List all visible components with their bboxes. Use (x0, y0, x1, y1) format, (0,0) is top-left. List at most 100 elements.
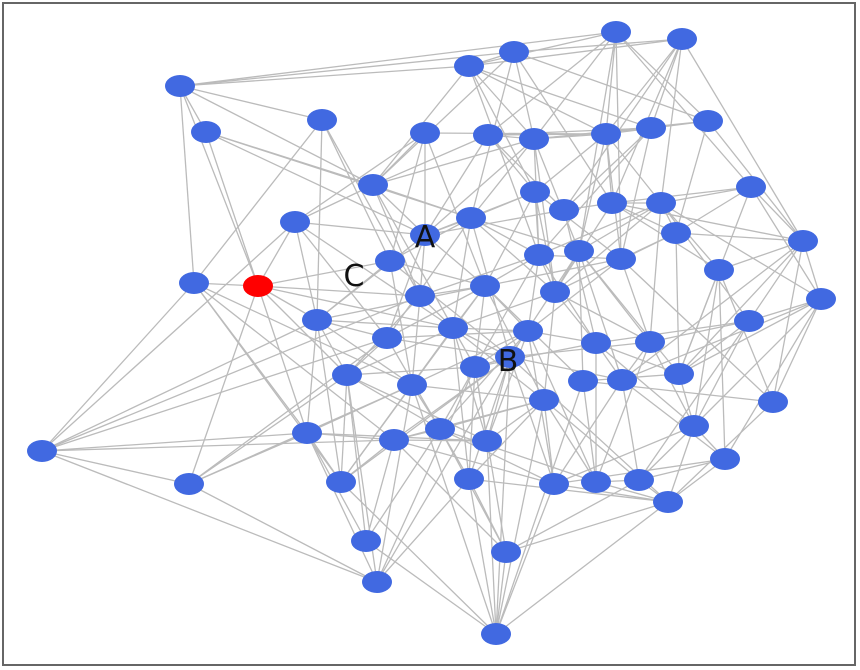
graph-edge (693, 320, 750, 427)
graph-edge (376, 356, 511, 583)
graph-edge (543, 399, 640, 481)
graph-node (581, 471, 611, 493)
graph-node (661, 222, 691, 244)
graph-edge (660, 202, 822, 300)
graph-edge (487, 134, 536, 193)
graph-edge (193, 119, 323, 284)
graph-edge (439, 428, 597, 483)
graph-edge (365, 428, 441, 542)
graph-edge (372, 184, 454, 329)
graph-node (736, 176, 766, 198)
graph-node (473, 124, 503, 146)
graph-edge (316, 319, 342, 483)
graph-edge (294, 132, 426, 223)
graph-edge (693, 298, 822, 427)
graph-node (667, 28, 697, 50)
graph-edge (468, 478, 497, 635)
graph-node (165, 75, 195, 97)
graph-node (179, 272, 209, 294)
graph-edge (718, 269, 774, 403)
graph-edge (505, 501, 669, 553)
graph-edge (495, 551, 507, 635)
graph-edge (452, 291, 556, 329)
graph-edge (678, 240, 804, 375)
graph-node (540, 281, 570, 303)
graph-edge (321, 119, 391, 262)
graph-edge (41, 295, 421, 452)
graph-edge (41, 439, 395, 452)
graph-edge (750, 186, 822, 300)
graph-node (491, 541, 521, 563)
graph-edge (578, 133, 607, 252)
graph-edge (257, 221, 296, 287)
graph-edge (470, 217, 580, 252)
graph-edge (554, 291, 651, 343)
graph-edge (534, 133, 607, 193)
graph-edge (188, 374, 348, 485)
graph-node (581, 332, 611, 354)
graph-node (513, 320, 543, 342)
graph-edge (772, 240, 804, 403)
graph-node (499, 41, 529, 63)
graph-node (734, 310, 764, 332)
graph-edge (675, 232, 804, 242)
graph-edge (193, 282, 413, 386)
graph-edge (294, 221, 388, 339)
graph-edge (772, 298, 822, 403)
graph-edge (495, 501, 669, 635)
graph-edge (487, 31, 617, 136)
graph-node (495, 346, 525, 368)
graph-node (358, 174, 388, 196)
graph-edge (468, 65, 535, 140)
graph-edge (376, 366, 476, 583)
graph-edge (188, 483, 378, 583)
graph-edge (678, 298, 822, 375)
graph-node (653, 491, 683, 513)
graph-node (302, 309, 332, 331)
graph-edge (386, 234, 426, 339)
graph-edge (621, 379, 726, 460)
graph-edge (675, 120, 709, 234)
graph-node (372, 327, 402, 349)
graph-edge (257, 260, 391, 287)
graph-edge (718, 269, 726, 460)
graph-edge (365, 439, 395, 542)
graph-edge (41, 221, 296, 452)
graph-edge (468, 65, 536, 193)
graph-edge (41, 282, 195, 452)
graph-edge (509, 341, 651, 358)
graph-edge (179, 85, 195, 284)
graph-edge (527, 330, 597, 483)
graph-node (280, 211, 310, 233)
graph-edge (595, 342, 680, 375)
graph-edge (675, 232, 680, 375)
graph-edge (582, 380, 597, 483)
graph-edge (340, 327, 454, 483)
graph-edge (468, 65, 607, 135)
graph-node (410, 122, 440, 144)
graph-edge (513, 51, 535, 140)
graph-edge (620, 258, 774, 403)
graph-node (332, 364, 362, 386)
graph-edge (649, 202, 662, 343)
graph-edge (543, 291, 556, 401)
graph-edge (693, 269, 720, 427)
graph-edge (563, 127, 652, 211)
graph-edge (316, 285, 486, 321)
graph-edge (321, 119, 421, 297)
graph-edge (615, 31, 709, 122)
graph-edge (41, 450, 378, 583)
graph-edge (316, 319, 454, 329)
graph-edge (468, 399, 545, 480)
graph-edge (660, 38, 683, 204)
graph-edge (41, 432, 308, 452)
graph-edge (495, 380, 584, 635)
graph-edge (340, 374, 348, 483)
graph-node (564, 240, 594, 262)
graph-edge (474, 342, 597, 368)
graph-edge (533, 138, 556, 293)
graph-edge (205, 131, 259, 287)
graph-edge (538, 127, 652, 256)
graph-node (470, 275, 500, 297)
graph-edge (484, 191, 536, 287)
